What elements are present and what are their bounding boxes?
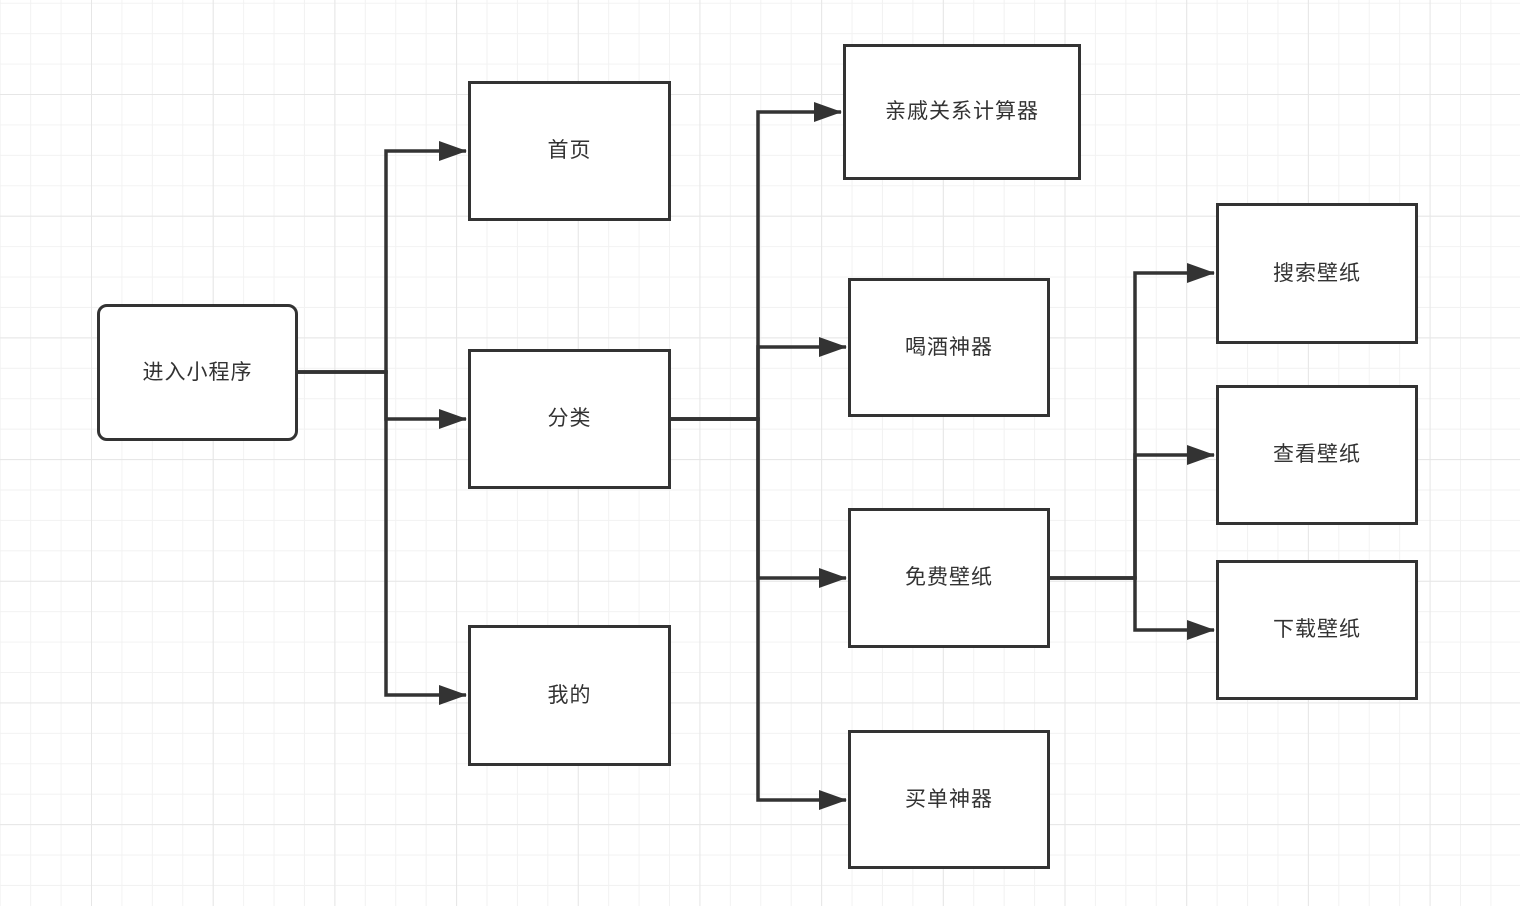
node-bill-tool[interactable]: 买单神器 xyxy=(848,730,1050,869)
edge-category-to-bill-tool[interactable] xyxy=(671,417,847,810)
edge-free-wallpaper-to-view[interactable] xyxy=(1050,445,1215,580)
node-kinship-calculator[interactable]: 亲戚关系计算器 xyxy=(843,44,1081,180)
edge-category-to-drinking-tool[interactable] xyxy=(671,337,847,421)
edge-free-wallpaper-to-download[interactable] xyxy=(1050,576,1215,640)
edge-free-wallpaper-to-search[interactable] xyxy=(1050,263,1215,580)
node-mine[interactable]: 我的 xyxy=(468,625,671,766)
node-drinking-tool[interactable]: 喝酒神器 xyxy=(848,278,1050,417)
node-download-wallpaper[interactable]: 下载壁纸 xyxy=(1216,560,1418,700)
node-search-wallpaper[interactable]: 搜索壁纸 xyxy=(1216,203,1418,344)
edge-enter-to-category[interactable] xyxy=(298,370,467,429)
node-category[interactable]: 分类 xyxy=(468,349,671,489)
node-free-wallpaper[interactable]: 免费壁纸 xyxy=(848,508,1050,648)
edge-enter-to-mine[interactable] xyxy=(298,370,467,705)
edge-enter-to-home[interactable] xyxy=(298,141,467,374)
edge-category-to-kinship-calculator[interactable] xyxy=(671,102,842,421)
node-view-wallpaper[interactable]: 查看壁纸 xyxy=(1216,385,1418,525)
node-home[interactable]: 首页 xyxy=(468,81,671,221)
node-enter-mini-program[interactable]: 进入小程序 xyxy=(97,304,298,441)
